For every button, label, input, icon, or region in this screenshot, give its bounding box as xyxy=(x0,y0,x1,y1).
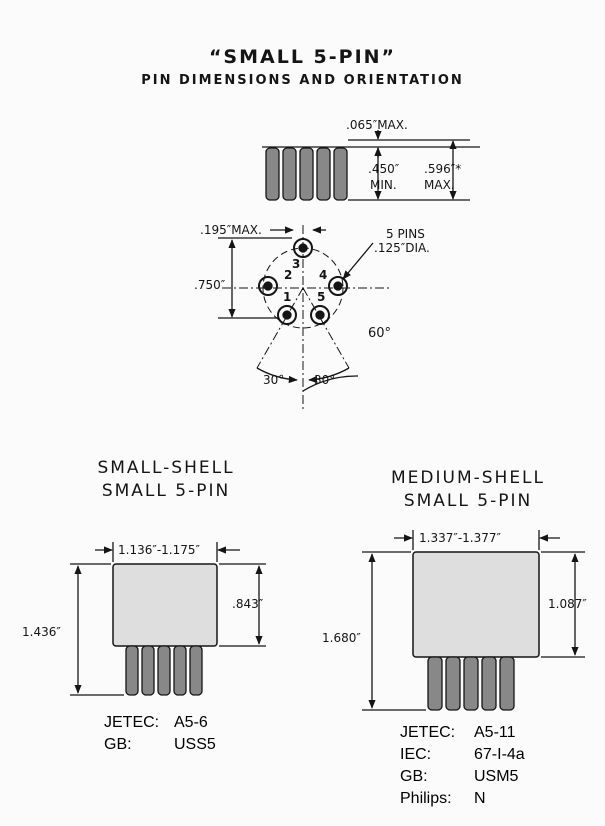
drawing-subtitle: PIN DIMENSIONS AND ORIENTATION xyxy=(141,73,464,88)
code-label: IEC: xyxy=(400,746,432,763)
pin-number-3: 3 xyxy=(292,257,301,271)
medium-shell-body-height: 1.087″ xyxy=(548,597,587,611)
side-pin xyxy=(299,147,314,201)
pin-2 xyxy=(258,276,278,296)
code-value: N xyxy=(474,790,486,807)
side-pin xyxy=(265,147,280,201)
pin-4-core xyxy=(333,281,343,291)
shell-pin xyxy=(445,656,461,711)
shell-pin xyxy=(499,656,515,711)
pin-2-core xyxy=(263,281,273,291)
pin-side-view xyxy=(262,130,480,201)
dim-label-750: .750″ xyxy=(194,278,226,292)
shell-pin xyxy=(463,656,479,711)
pin-1 xyxy=(277,305,297,325)
angle-line xyxy=(256,287,304,369)
drawing-title: “SMALL 5-PIN” xyxy=(208,46,397,68)
shell-pin xyxy=(141,645,155,696)
small-shell-heading: SMALL-SHELL SMALL 5-PIN xyxy=(68,457,264,503)
pin-3 xyxy=(293,238,313,258)
small-shell-body xyxy=(112,563,218,647)
angle-label-30-left: 30° xyxy=(263,373,285,387)
code-row: IEC: 67-I-4a xyxy=(400,744,570,766)
small-shell-width: 1.136″-1.175″ xyxy=(118,543,201,557)
dim-label-450: .450″ xyxy=(368,162,400,176)
code-label: Philips: xyxy=(400,790,452,807)
medium-shell-width: 1.337″-1.377″ xyxy=(419,531,502,545)
code-value: 67-I-4a xyxy=(474,746,525,763)
arc-30-left xyxy=(256,367,298,384)
angle-label-30-right: 30° xyxy=(314,373,336,387)
medium-shell-heading-line2: SMALL 5-PIN xyxy=(403,491,533,511)
code-label: GB: xyxy=(104,736,132,753)
pin-3-core xyxy=(298,243,308,253)
medium-shell-drawing xyxy=(362,530,585,711)
code-row: Philips: N xyxy=(400,788,570,810)
code-value: USM5 xyxy=(474,768,519,785)
shell-pin xyxy=(157,645,171,696)
pin-4 xyxy=(328,276,348,296)
pins-count-label: 5 PINS xyxy=(386,227,425,241)
pin-number-1: 1 xyxy=(283,290,292,304)
pin-number-2: 2 xyxy=(284,268,293,282)
side-pin xyxy=(316,147,331,201)
code-label: JETEC: xyxy=(400,724,456,741)
dim-label-596: .596″* xyxy=(424,162,462,176)
small-shell-codes: JETEC: A5-6 GB: USS5 xyxy=(104,712,254,756)
pin-number-4: 4 xyxy=(319,268,328,282)
angle-line xyxy=(302,287,350,369)
medium-shell-heading: MEDIUM-SHELL SMALL 5-PIN xyxy=(368,467,568,513)
code-row: JETEC: A5-11 xyxy=(400,722,570,744)
pins-dia-label: .125″DIA. xyxy=(374,241,430,255)
dim-label-min: MIN. xyxy=(370,178,397,192)
pin-leader xyxy=(342,242,374,280)
pin-5 xyxy=(310,305,330,325)
code-row: GB: USM5 xyxy=(400,766,570,788)
pin-1-core xyxy=(282,310,292,320)
medium-shell-heading-line1: MEDIUM-SHELL xyxy=(390,468,545,488)
code-value: USS5 xyxy=(174,736,216,753)
shell-pin xyxy=(481,656,497,711)
small-shell-body-height: .843″ xyxy=(232,597,264,611)
small-shell-total-height: 1.436″ xyxy=(22,625,61,639)
small-shell-heading-line1: SMALL-SHELL xyxy=(97,458,235,478)
shell-pin xyxy=(189,645,203,696)
code-value: A5-11 xyxy=(474,724,516,741)
pin-base-view xyxy=(218,225,392,412)
small-shell-drawing xyxy=(70,542,266,696)
dim-label-195: .195″MAX. xyxy=(200,223,262,237)
code-row: JETEC: A5-6 xyxy=(104,712,254,734)
code-label: JETEC: xyxy=(104,714,160,731)
pin-5-core xyxy=(315,310,325,320)
side-pin xyxy=(333,147,348,201)
arc-60 xyxy=(302,375,359,392)
shell-pin xyxy=(173,645,187,696)
shell-pin xyxy=(427,656,443,711)
pin-number-5: 5 xyxy=(317,290,326,304)
angle-label-60: 60° xyxy=(368,326,392,341)
shell-pin xyxy=(125,645,139,696)
dim-label-065: .065″MAX. xyxy=(346,118,408,132)
side-pin xyxy=(282,147,297,201)
code-value: A5-6 xyxy=(174,714,208,731)
small-shell-heading-line2: SMALL 5-PIN xyxy=(101,481,231,501)
code-label: GB: xyxy=(400,768,428,785)
medium-shell-codes: JETEC: A5-11 IEC: 67-I-4a GB: USM5 Phili… xyxy=(400,722,570,810)
dim-label-max: MAX. xyxy=(424,178,455,192)
medium-shell-body xyxy=(412,551,540,658)
medium-shell-total-height: 1.680″ xyxy=(322,631,361,645)
code-row: GB: USS5 xyxy=(104,734,254,756)
arc-30-right xyxy=(308,367,350,384)
